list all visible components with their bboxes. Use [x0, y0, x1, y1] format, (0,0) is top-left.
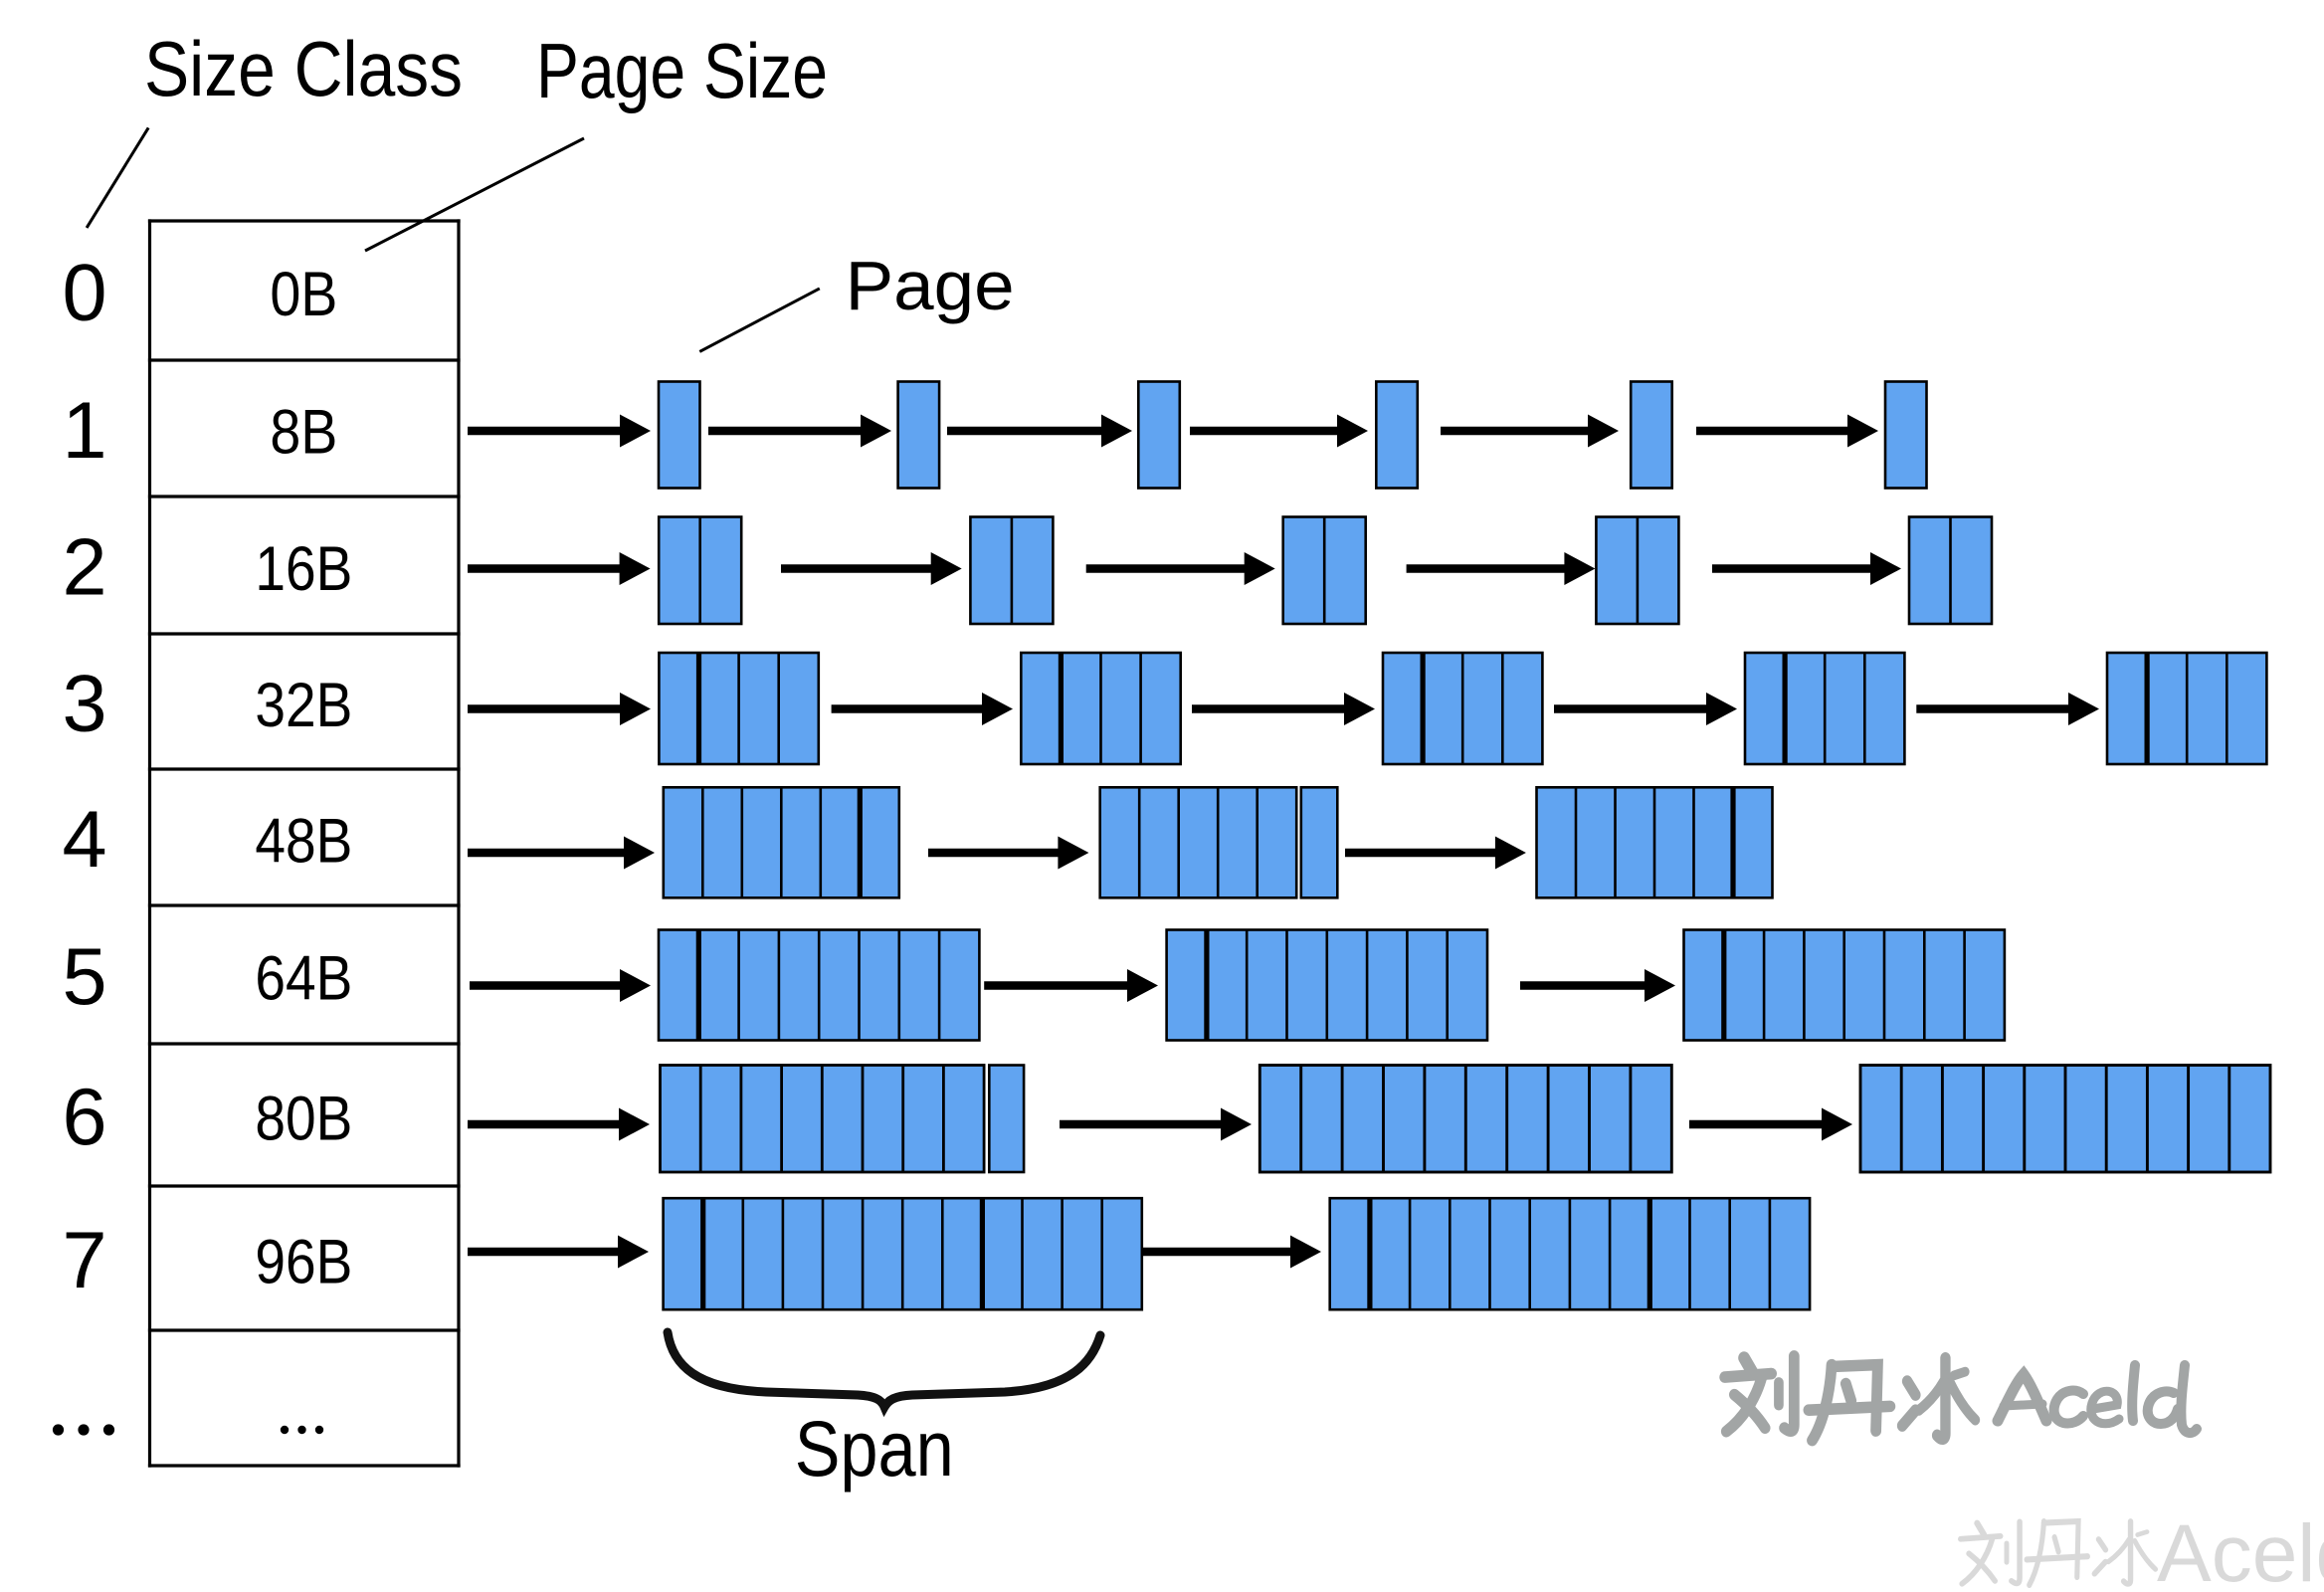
svg-text:Page: Page [846, 247, 1015, 324]
svg-text:7: 7 [62, 1216, 106, 1305]
svg-text:0: 0 [62, 249, 106, 338]
svg-text:4: 4 [62, 795, 106, 885]
svg-text:0B: 0B [270, 260, 337, 329]
svg-text:16B: 16B [255, 534, 352, 604]
svg-text:3: 3 [62, 660, 106, 749]
svg-text:8B: 8B [270, 398, 337, 468]
svg-text:Aceld: Aceld [2157, 1508, 2324, 1592]
svg-text:2: 2 [62, 523, 106, 613]
svg-text:32B: 32B [255, 671, 352, 740]
svg-text:6: 6 [62, 1073, 106, 1162]
svg-text:Size Class: Size Class [144, 25, 463, 112]
svg-text:Page Size: Page Size [536, 27, 828, 114]
svg-text:Span: Span [795, 1404, 954, 1492]
svg-text:96B: 96B [255, 1228, 352, 1297]
svg-text:48B: 48B [255, 807, 352, 877]
svg-text:1: 1 [62, 386, 106, 476]
svg-text:80B: 80B [255, 1085, 352, 1154]
svg-text:5: 5 [62, 932, 106, 1022]
svg-text:64B: 64B [255, 944, 352, 1014]
